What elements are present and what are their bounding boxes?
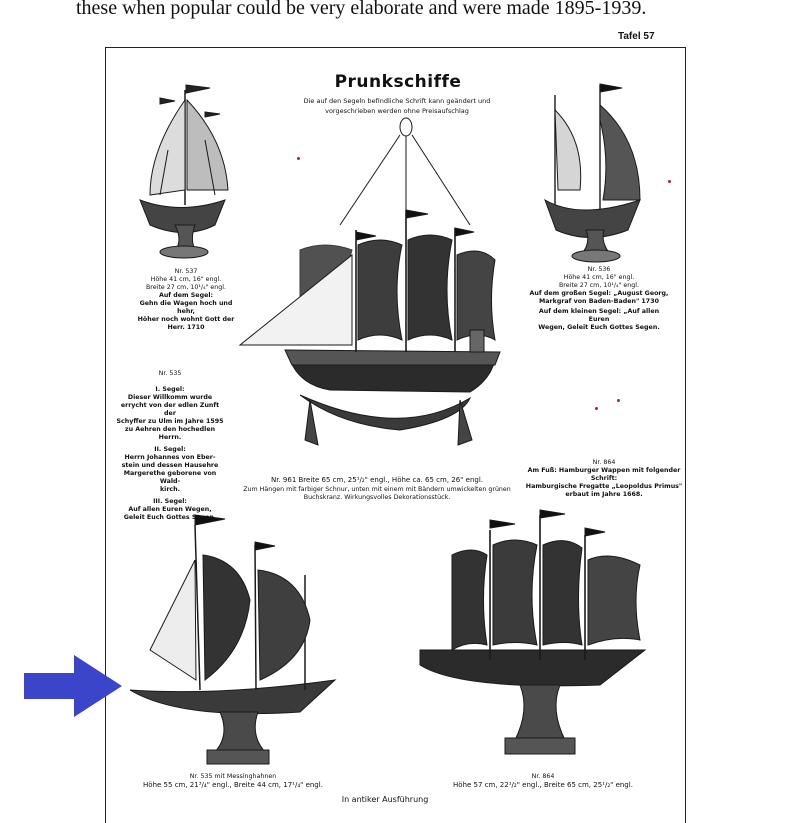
caption-961: Nr. 961 Breite 65 cm, 25¹/₂" engl., Höhe…: [232, 476, 522, 502]
sail-text: Geleit Euch Gottes Segen.: [123, 514, 217, 521]
page-title: Prunkschiffe: [334, 72, 462, 92]
caption-537: Nr. 537 Höhe 41 cm, 16" engl. Breite 27 …: [130, 268, 242, 332]
sail-text: kirch.: [159, 486, 181, 493]
item-description: erbaut im Jahre 1668.: [565, 491, 643, 498]
page-subtitle: Die auf den Segeln befindliche Schrift k…: [280, 96, 514, 116]
item-dims: Nr. 961 Breite 65 cm, 25¹/₂" engl., Höhe…: [270, 476, 483, 484]
catalog-plate: [105, 47, 686, 823]
ship-536-illustration: [544, 83, 641, 263]
ship-864-illustration: [419, 509, 647, 755]
item-description: Zum Hängen mit farbiger Schnur, unten mi…: [243, 486, 511, 493]
sail-text: Markgraf von Baden-Baden" 1730: [539, 298, 659, 305]
marker-dot: [595, 407, 598, 410]
sail-heading: I. Segel:: [155, 386, 185, 393]
sail-text: Höher noch wohnt Gott der Herr. 1710: [137, 316, 235, 331]
sail-text: Margerethe geborene von Wald-: [123, 470, 217, 485]
right-arrow-icon: [24, 655, 122, 717]
item-number: Nr. 864: [592, 459, 616, 466]
marker-dot: [297, 157, 300, 160]
item-number: Nr. 537: [174, 268, 198, 275]
caption-864-top: Nr. 864 Am Fuß: Hamburger Wappen mit fol…: [520, 459, 688, 499]
sail-text: Dieser Willkomm wurde: [127, 394, 213, 401]
item-number: Nr. 535 mit Messinghahnen: [189, 773, 277, 780]
item-height: Höhe 41 cm, 16" engl.: [150, 276, 222, 283]
ship-537-illustration: [139, 84, 229, 259]
sail-text: Auf dem kleinen Segel: „Auf allen Euren: [538, 308, 660, 323]
sail-heading: II. Segel:: [154, 446, 186, 453]
sail-text: zu Aehren den hochedlen Herrn.: [124, 426, 216, 441]
item-height: Höhe 41 cm, 16" engl.: [563, 274, 635, 281]
item-description: Buchskranz. Wirkungsvolles Dekorationsst…: [303, 494, 451, 501]
sail-text: stein und dessen Hausehre: [121, 462, 219, 469]
sail-text: Wegen, Geleit Euch Gottes Segen.: [538, 324, 660, 331]
item-number: Nr. 864: [531, 773, 555, 780]
plate-label: Tafel 57: [618, 31, 655, 42]
item-dims: Höhe 55 cm, 21³/₄" engl., Breite 44 cm, …: [143, 781, 323, 789]
item-description: Hamburgische Fregatte „Leopoldus Primus": [525, 483, 683, 490]
marker-dot: [668, 180, 671, 183]
sail-text: Gehn die Wagen hoch und hehr,: [139, 300, 233, 315]
sail-text: Auf allen Euren Wegen,: [128, 506, 212, 513]
item-width: Breite 27 cm, 10¹/₄" engl.: [558, 282, 640, 289]
item-description: Schrift:: [590, 475, 618, 482]
caption-535-brass: Nr. 535 mit Messinghahnen Höhe 55 cm, 21…: [122, 773, 344, 789]
caption-536: Nr. 536 Höhe 41 cm, 16" engl. Breite 27 …: [528, 266, 670, 332]
sail-heading: Auf dem Segel:: [158, 292, 214, 299]
sail-text: Herrn Johannes von Eber-: [124, 454, 216, 461]
sail-text: errycht von der edlen Zunft der: [120, 402, 220, 417]
item-description: Am Fuß: Hamburger Wappen mit folgender: [527, 467, 681, 474]
marker-dot: [617, 399, 620, 402]
top-caption: these when popular could be very elabora…: [76, 0, 647, 19]
subtitle-line-1: Die auf den Segeln befindliche Schrift k…: [303, 97, 491, 105]
subtitle-line-2: vorgeschrieben werden ohne Preisaufschla…: [325, 107, 469, 115]
sail-text: Schyffer zu Ulm im Jahre 1595: [116, 418, 224, 425]
ship-535-brass-illustration: [129, 514, 337, 765]
item-number: Nr. 535: [158, 370, 182, 377]
sail-heading: III. Segel:: [153, 498, 187, 505]
caption-864-bottom: Nr. 864 Höhe 57 cm, 22¹/₂" engl., Breite…: [430, 773, 656, 789]
item-width: Breite 27 cm, 10¹/₄" engl.: [145, 284, 227, 291]
item-number: Nr. 536: [587, 266, 611, 273]
sail-text: Auf dem großen Segel: „August Georg,: [529, 290, 669, 297]
item-dims: Höhe 57 cm, 22¹/₂" engl., Breite 65 cm, …: [453, 781, 633, 789]
footer-note: In antiker Ausführung: [341, 795, 429, 804]
ship-961-illustration: [238, 117, 501, 446]
caption-535: Nr. 535 I. Segel: Dieser Willkomm wurde …: [116, 370, 224, 522]
